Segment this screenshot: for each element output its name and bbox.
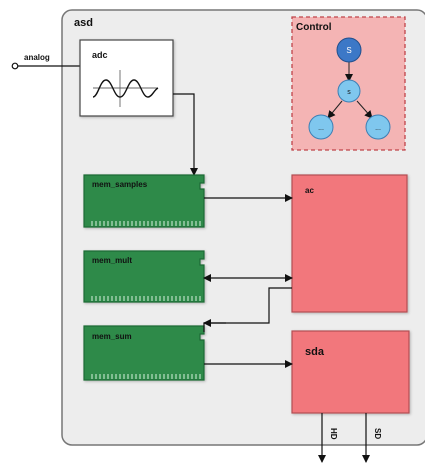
mem-mult-block: mem_mult: [83, 250, 205, 303]
state-node-root: [336, 37, 362, 63]
mem-mult-label: mem_mult: [92, 256, 132, 265]
sda-block: [291, 330, 410, 414]
state-node-mid: [337, 79, 361, 103]
state-node-right-label: ...: [375, 125, 381, 132]
ac-label: ac: [305, 186, 314, 195]
state-node-right: [365, 114, 391, 140]
state-node-mid-label: s: [347, 89, 351, 96]
adc-to-mem-samples-arrow: [173, 93, 198, 176]
adc-block: [79, 39, 174, 117]
state-node-left-label: ...: [318, 125, 324, 132]
state-node-left: [308, 114, 334, 140]
ac-block: [291, 174, 408, 313]
analog-input-port: [11, 62, 19, 70]
sine-wave-icon: [92, 70, 159, 107]
control-label: Control: [296, 22, 332, 33]
mem-sum-block: mem_sum: [83, 325, 205, 381]
asd-container-label: asd: [74, 17, 93, 29]
adc-label: adc: [92, 50, 108, 60]
state-edge-mid-to-right: [356, 100, 373, 119]
sd-output-label: SD: [373, 428, 382, 439]
hd-output-label: HD: [329, 428, 338, 440]
state-node-root-label: S: [346, 46, 351, 55]
mem-sum-label: mem_sum: [92, 332, 132, 341]
control-state-graph: S s ... ...: [308, 37, 391, 140]
analog-input-label: analog: [24, 53, 50, 62]
mem-samples-block: mem_samples: [83, 174, 205, 228]
mem-samples-label: mem_samples: [92, 180, 148, 189]
sda-label: sda: [305, 346, 325, 358]
state-edge-mid-to-left: [327, 100, 343, 119]
